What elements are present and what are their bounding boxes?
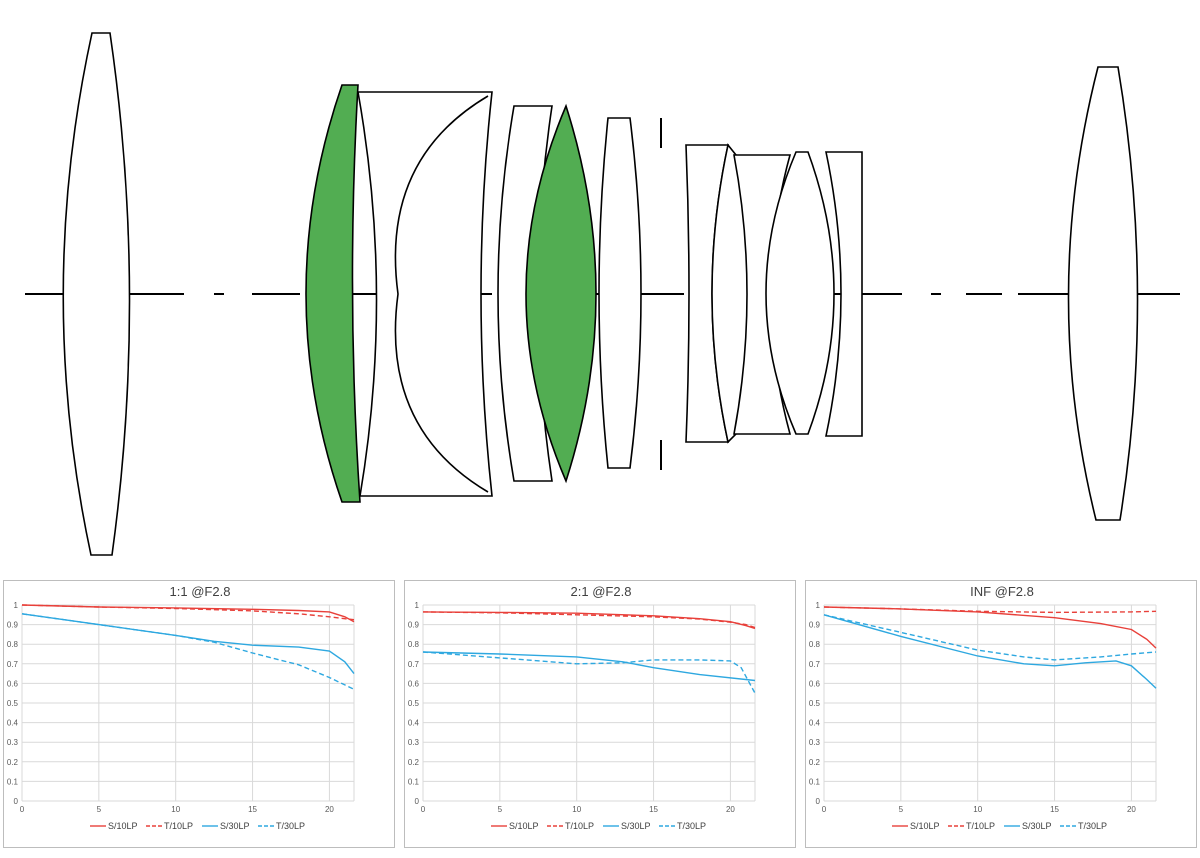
y-tick-label: 0.5 xyxy=(7,699,19,708)
y-tick-label: 0.8 xyxy=(7,640,19,649)
legend-label: S/10LP xyxy=(910,821,940,831)
lens-diagram xyxy=(25,32,1180,556)
legend-label: S/10LP xyxy=(509,821,539,831)
y-tick-label: 0.4 xyxy=(809,719,821,728)
series-line-t-30lp xyxy=(21,613,355,690)
series-line-s-30lp xyxy=(823,614,1157,689)
x-tick-label: 15 xyxy=(1050,805,1059,814)
series-line-t-30lp xyxy=(823,614,1157,661)
x-tick-label: 5 xyxy=(498,805,503,814)
lens-element xyxy=(1067,66,1139,521)
y-tick-label: 0.9 xyxy=(809,621,821,630)
x-tick-label: 0 xyxy=(20,805,25,814)
x-tick-label: 15 xyxy=(649,805,658,814)
mtf-chart-svg: 1:1 @F2.8 00.10.20.30.40.50.60.70.80.910… xyxy=(7,584,355,831)
y-tick-label: 0.8 xyxy=(809,640,821,649)
legend-label: S/30LP xyxy=(621,821,651,831)
series-line-s-10lp xyxy=(21,604,355,623)
lens-element xyxy=(62,32,131,556)
mtf-chart-svg: 2:1 @F2.8 00.10.20.30.40.50.60.70.80.910… xyxy=(408,584,756,831)
legend-label: S/10LP xyxy=(108,821,138,831)
legend-label: S/30LP xyxy=(1022,821,1052,831)
y-tick-label: 1 xyxy=(816,601,821,610)
legend-label: T/10LP xyxy=(164,821,193,831)
series-line-s-30lp xyxy=(21,613,355,675)
y-tick-label: 0.8 xyxy=(408,640,420,649)
y-tick-label: 1 xyxy=(14,601,19,610)
x-tick-label: 20 xyxy=(325,805,334,814)
y-tick-label: 0.2 xyxy=(408,758,420,767)
chart-title: INF @F2.8 xyxy=(970,584,1034,599)
y-tick-label: 0.4 xyxy=(7,719,19,728)
legend-label: T/30LP xyxy=(276,821,305,831)
y-tick-label: 0.9 xyxy=(408,621,420,630)
series-line-t-10lp xyxy=(422,611,756,629)
y-tick-label: 1 xyxy=(415,601,420,610)
x-tick-label: 20 xyxy=(1127,805,1136,814)
x-tick-label: 10 xyxy=(171,805,180,814)
y-tick-label: 0.7 xyxy=(7,660,19,669)
series-line-t-10lp xyxy=(21,604,355,621)
x-tick-label: 0 xyxy=(822,805,827,814)
legend-label: T/10LP xyxy=(966,821,995,831)
chart-title: 1:1 @F2.8 xyxy=(170,584,231,599)
y-tick-label: 0.6 xyxy=(7,679,19,688)
y-tick-label: 0.6 xyxy=(408,679,420,688)
x-tick-label: 0 xyxy=(421,805,426,814)
mtf-chart-svg: INF @F2.8 00.10.20.30.40.50.60.70.80.910… xyxy=(809,584,1157,831)
lens-element-highlighted xyxy=(525,103,597,484)
y-tick-label: 0.4 xyxy=(408,719,420,728)
lens-element-highlighted xyxy=(305,84,361,503)
y-tick-label: 0.3 xyxy=(408,738,420,747)
y-tick-label: 0 xyxy=(14,797,19,806)
y-tick-label: 0.2 xyxy=(809,758,821,767)
x-tick-label: 20 xyxy=(726,805,735,814)
x-tick-label: 5 xyxy=(899,805,904,814)
y-tick-label: 0 xyxy=(415,797,420,806)
series-line-s-10lp xyxy=(823,606,1157,649)
legend-label: S/30LP xyxy=(220,821,250,831)
chart-title: 2:1 @F2.8 xyxy=(571,584,632,599)
legend-label: T/10LP xyxy=(565,821,594,831)
y-tick-label: 0.1 xyxy=(809,777,821,786)
lens-surface xyxy=(394,95,489,493)
x-tick-label: 5 xyxy=(97,805,102,814)
y-tick-label: 0.5 xyxy=(408,699,420,708)
y-tick-label: 0.6 xyxy=(809,679,821,688)
lens-element xyxy=(765,151,835,435)
y-tick-label: 0.3 xyxy=(7,738,19,747)
lens-element xyxy=(357,91,493,497)
y-tick-label: 0.1 xyxy=(408,777,420,786)
legend-label: T/30LP xyxy=(677,821,706,831)
lens-element xyxy=(825,151,863,437)
y-tick-label: 0.5 xyxy=(809,699,821,708)
y-tick-label: 0.7 xyxy=(809,660,821,669)
series-line-t-10lp xyxy=(823,606,1157,614)
x-tick-label: 10 xyxy=(572,805,581,814)
y-tick-label: 0.3 xyxy=(809,738,821,747)
y-tick-label: 0.2 xyxy=(7,758,19,767)
y-tick-label: 0.9 xyxy=(7,621,19,630)
y-tick-label: 0.7 xyxy=(408,660,420,669)
x-tick-label: 15 xyxy=(248,805,257,814)
y-tick-label: 0.1 xyxy=(7,777,19,786)
legend-label: T/30LP xyxy=(1078,821,1107,831)
series-line-t-30lp xyxy=(422,651,756,694)
series-line-s-30lp xyxy=(422,651,756,682)
y-tick-label: 0 xyxy=(816,797,821,806)
lens-element xyxy=(598,117,642,469)
x-tick-label: 10 xyxy=(973,805,982,814)
